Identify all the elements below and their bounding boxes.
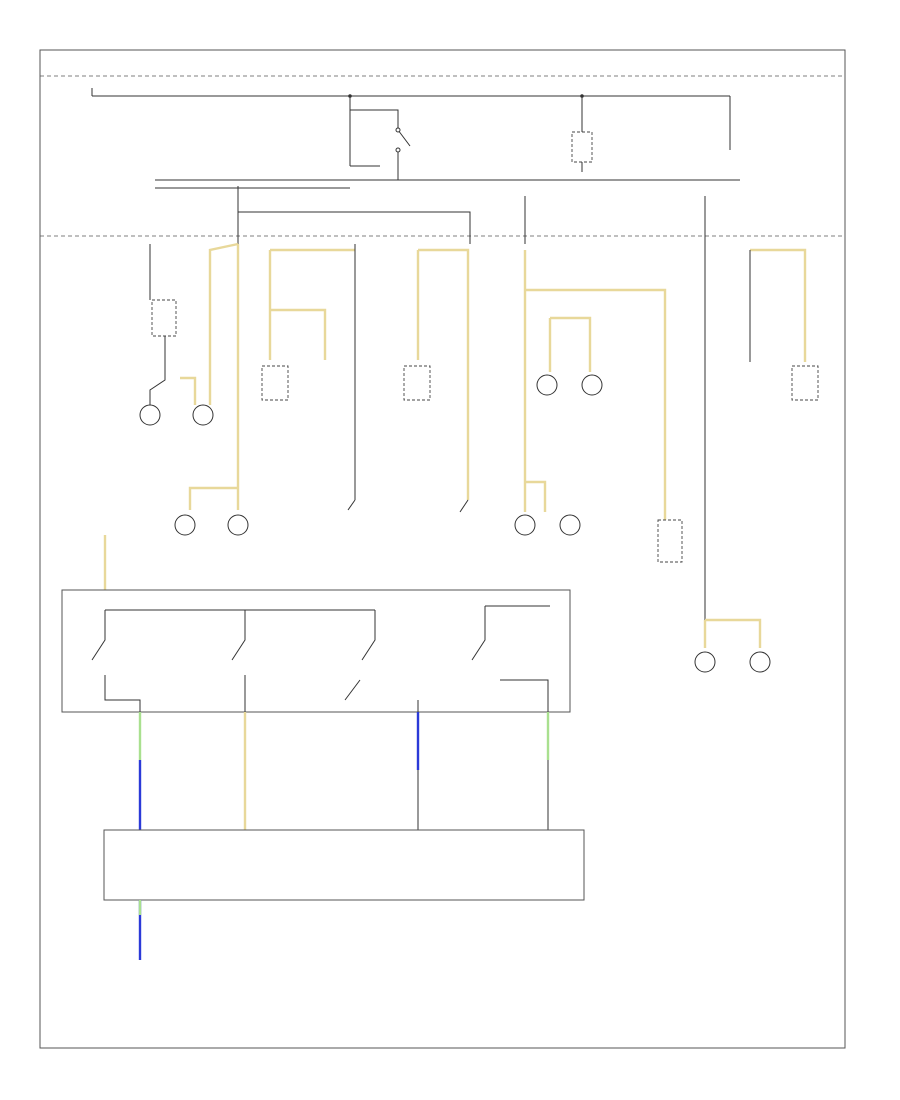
relay-coil-wire (350, 109, 399, 180)
right-rear-lamp-c (559, 514, 581, 536)
switch-module-box (61, 589, 571, 713)
relay-switch-arm (397, 129, 411, 147)
wire-right-yellow (750, 248, 807, 362)
module-switch-3 (361, 610, 376, 661)
left-rear-lamp-e (749, 651, 771, 673)
wire-right-lower-yellow (703, 618, 762, 648)
module-switch-2 (231, 610, 246, 661)
wire-col4-branch-b (550, 316, 592, 372)
wire-col4-branch-a (525, 288, 667, 520)
left-front-lamp (139, 404, 161, 426)
left-switch-component (151, 299, 177, 337)
wire-left-yellow-a (180, 376, 197, 405)
control-module-box (103, 829, 585, 901)
right-rear-lamp-a (581, 374, 603, 396)
module-switch-4 (471, 606, 486, 661)
relay-feed-wire (349, 96, 380, 167)
left-front-side-lamp (192, 404, 214, 426)
right-front-lamp (174, 514, 196, 536)
wire-col2-yellow-branch (270, 308, 327, 360)
fuse-drop-left-branch (238, 211, 471, 244)
right-switch-component (791, 365, 819, 401)
wire-col3-end (459, 499, 469, 513)
top-switch-component (571, 131, 593, 163)
wire-left-1b (149, 336, 166, 405)
col2-switch-component (261, 365, 289, 401)
right-front-side-lamp (227, 514, 249, 536)
wire-left-yellow-b (208, 242, 239, 405)
right-rear-lamp-b (514, 514, 536, 536)
module-switch-1 (91, 610, 106, 661)
wire-col3-yellow (418, 248, 470, 500)
trailer-connector (657, 519, 683, 563)
wire-left-yellow-d (188, 486, 238, 510)
left-rear-lamp-d (694, 651, 716, 673)
relay-contact (395, 127, 401, 133)
wire-col4-lamps (525, 480, 547, 512)
wire-col2-right-end (347, 499, 356, 511)
relay-contact (395, 147, 401, 153)
module-outputs (104, 675, 549, 712)
col3-switch-component (403, 365, 431, 401)
diagram-frame (39, 49, 846, 1049)
left-rear-lamp-a (536, 374, 558, 396)
